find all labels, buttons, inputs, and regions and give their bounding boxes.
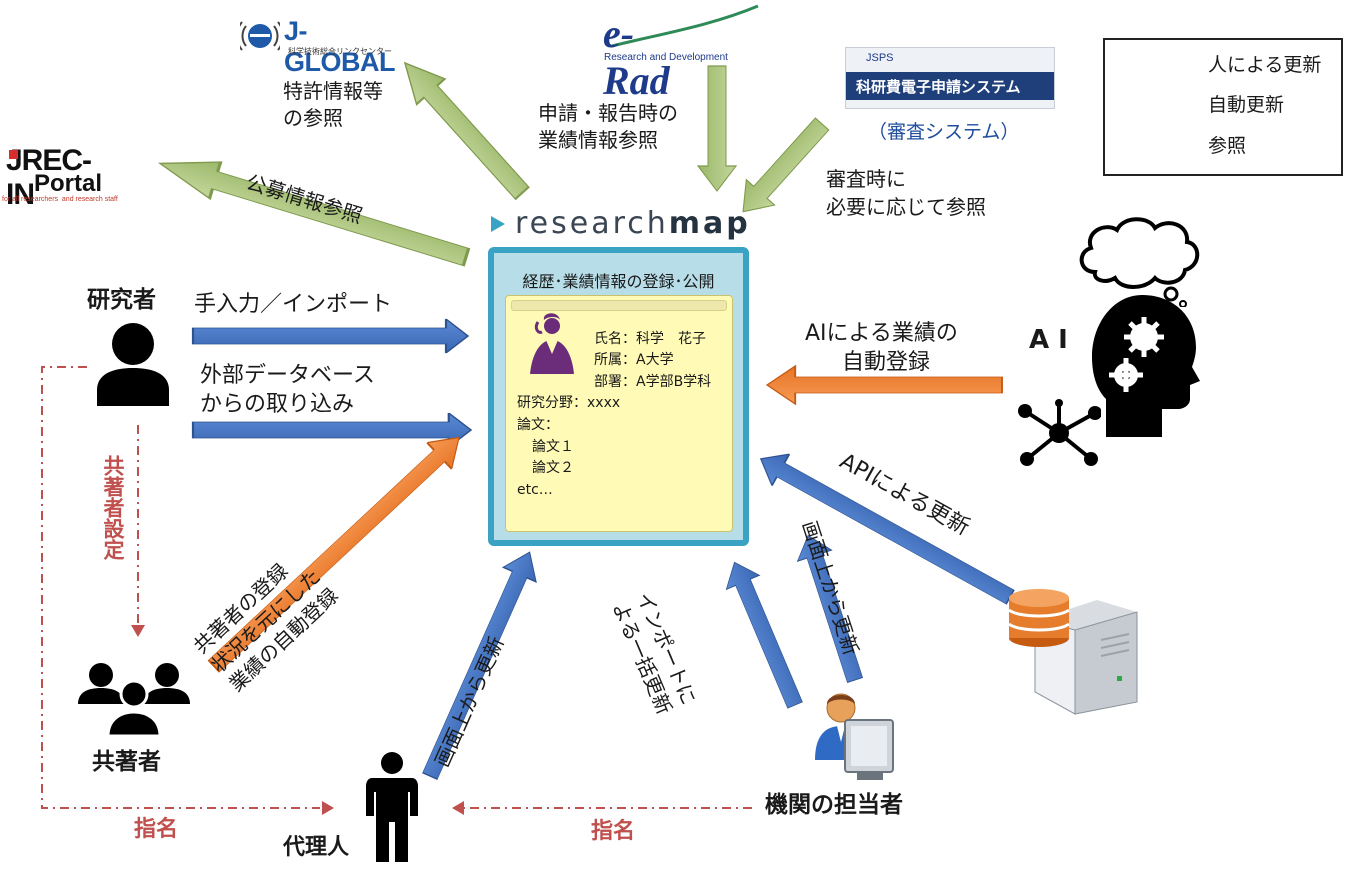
jsps-caption: （審査システム） — [868, 121, 1020, 143]
label-apply-1: 申請・報告時の — [538, 101, 678, 125]
coauthors-group-icon — [78, 663, 190, 736]
researchmap-word-bold: map — [668, 206, 751, 241]
arrow-patent-ref — [403, 61, 530, 201]
label-ai: A I — [1029, 325, 1068, 355]
erad-subtitle: Research and Development — [604, 52, 728, 63]
profile-paper-2: 論文２ — [532, 460, 574, 476]
arrow-coauthor-auto — [207, 436, 460, 673]
jrec-title-2: Portal — [34, 170, 103, 197]
dashed-arrowheads — [131, 625, 464, 815]
label-proxy: 代理人 — [283, 835, 350, 860]
profile-paper-1: 論文１ — [532, 439, 574, 455]
erad-title: e-Rad — [603, 11, 670, 103]
profile-affiliation: 所属：A大学 — [594, 352, 674, 368]
legend-label-human: 人による更新 — [1208, 54, 1322, 76]
profile-name: 氏名：科学 花子 — [594, 331, 706, 347]
thought-cloud-icon — [1079, 217, 1200, 307]
arrow-api-update — [759, 453, 1015, 605]
network-molecule-icon — [1018, 399, 1101, 466]
arrow-external-db — [191, 412, 473, 448]
ai-head-gears-icon — [1092, 295, 1200, 437]
arrow-manual-input — [191, 318, 470, 354]
profile-card: 氏名：科学 花子 所属：A大学 部署：A学部B学科 研究分野：xxxx 論文： … — [505, 295, 733, 532]
arrow-recruit-ref — [157, 161, 471, 267]
label-review-2: 必要に応じて参照 — [826, 195, 986, 219]
jsps-logo: JSPS 科研費電子申請システム — [845, 47, 1055, 109]
arrow-ai-auto — [765, 364, 1003, 406]
label-manual-input: 手入力／インポート — [194, 292, 393, 317]
arrow-erad-ref — [696, 65, 738, 192]
jrec-subtitle: for all researchers and research staff — [2, 196, 118, 203]
dashed-connectors — [41, 366, 752, 809]
arrow-proxy-update — [422, 551, 537, 781]
staff-computer-icon — [815, 693, 894, 780]
arrow-staff-import — [725, 561, 803, 709]
jglobal-emblem-icon — [240, 21, 280, 51]
jglobal-title: J-GLOBAL — [284, 16, 395, 77]
jrec-title: JREC-IN — [6, 144, 92, 211]
label-coauthor: 共著者 — [92, 749, 161, 775]
profile-department: 部署：A学部B学科 — [594, 374, 712, 390]
researcher-person-icon — [97, 323, 169, 406]
researchmap-triangle-icon — [491, 216, 505, 232]
label-review-1: 審査時に — [826, 167, 906, 191]
arrow-staff-screen — [796, 534, 864, 683]
profile-panel-title: 経歴･業績情報の登録･公開 — [522, 272, 715, 291]
erad-swoosh-icon — [611, 4, 759, 48]
label-apply-2: 業績情報参照 — [538, 128, 658, 152]
label-patent-1: 特許情報等 — [283, 79, 383, 103]
female-researcher-icon — [530, 313, 574, 374]
label-ai-reg-1: AIによる業績の — [805, 321, 958, 346]
profile-field: 研究分野：xxxx — [517, 395, 621, 411]
legend-label-ref: 参照 — [1208, 135, 1247, 157]
label-external-1: 外部データベース — [200, 363, 375, 388]
profile-etc: etc… — [517, 482, 553, 498]
jsps-top-label: JSPS — [866, 52, 894, 64]
label-external-2: からの取り込み — [200, 392, 355, 417]
proxy-person-icon — [366, 752, 418, 862]
researchmap-word: researchmap — [515, 206, 751, 241]
label-nominate-left: 指名 — [134, 817, 179, 842]
profile-papers-label: 論文： — [517, 417, 559, 433]
label-staff: 機関の担当者 — [765, 792, 903, 818]
legend: 人による更新 自動更新 参照 — [1103, 38, 1343, 176]
profile-card-bar — [511, 300, 727, 311]
label-patent-2: の参照 — [283, 106, 343, 130]
profile-panel: 経歴･業績情報の登録･公開 氏名：科学 花子 所属：A大学 部署：A学部B学科 … — [488, 247, 749, 546]
jglobal-subtitle: 科学技術総合リンクセンター — [288, 47, 392, 56]
arrow-jsps-ref — [742, 117, 830, 213]
jsps-title: 科研費電子申請システム — [856, 78, 1021, 96]
legend-label-auto: 自動更新 — [1208, 94, 1285, 116]
researchmap-word-light: research — [515, 206, 669, 241]
label-researcher: 研究者 — [87, 287, 156, 313]
label-ai-reg-2: 自動登録 — [842, 350, 931, 375]
database-server-icon — [1008, 589, 1138, 715]
label-coauthor-setting: 共著者設定 — [99, 455, 127, 560]
label-nominate-right: 指名 — [591, 819, 636, 844]
